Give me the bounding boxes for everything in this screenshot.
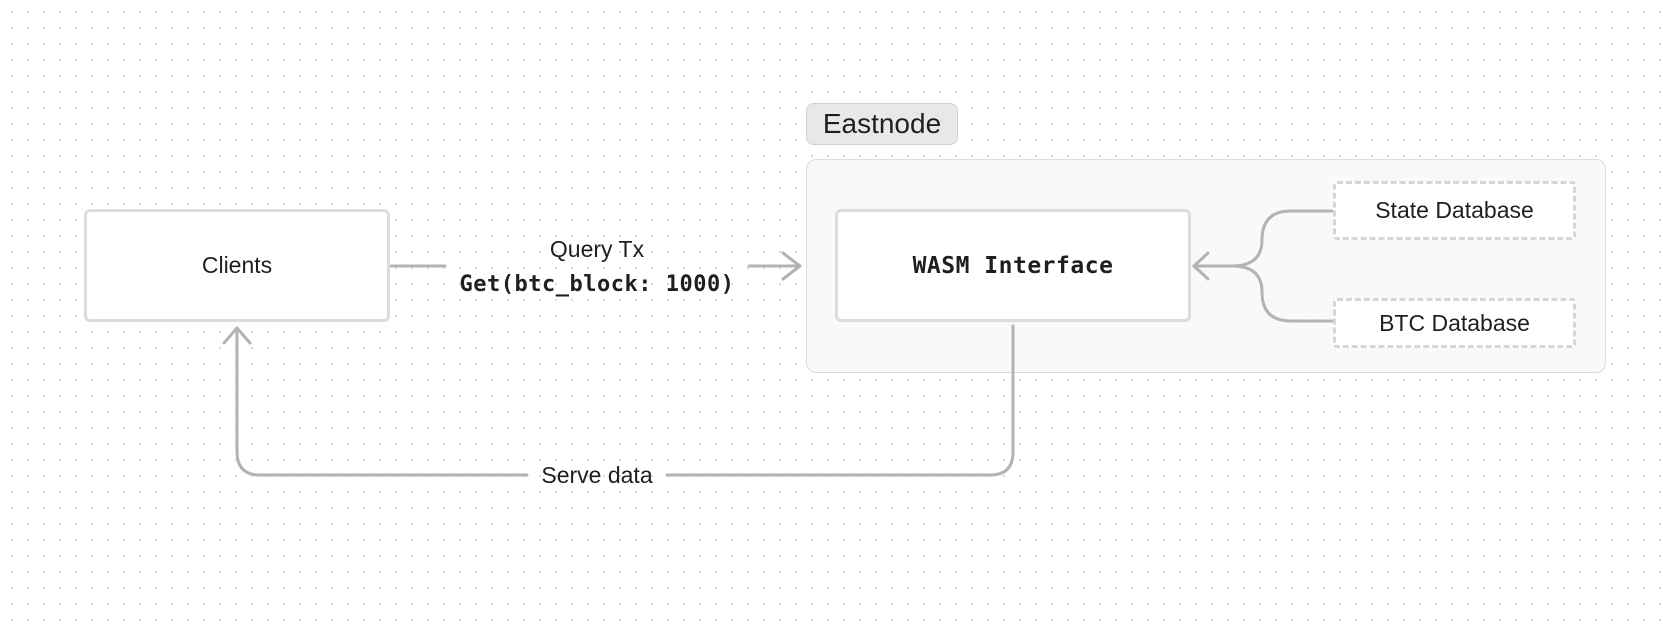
edge-label-query-code: Get(btc_block: 1000) (459, 272, 735, 297)
node-clients[interactable]: Clients (84, 209, 390, 322)
edge-serve-right (665, 324, 1015, 477)
group-label-eastnode: Eastnode (806, 103, 958, 145)
node-btc-database-label: BTC Database (1379, 309, 1530, 336)
edge-serve-left (235, 326, 529, 477)
node-wasm-interface-label: WASM Interface (912, 252, 1114, 279)
arrowhead-db (1192, 251, 1210, 281)
arrowhead-query (781, 251, 802, 281)
node-btc-database[interactable]: BTC Database (1333, 298, 1576, 348)
edge-btc-db (1230, 264, 1334, 323)
edge-state-db (1192, 209, 1334, 268)
node-clients-label: Clients (201, 252, 273, 278)
node-state-database-label: State Database (1375, 197, 1534, 223)
edge-label-query-title: Query Tx (549, 236, 645, 262)
edge-label-serve: Serve data (527, 457, 667, 493)
edge-label-query: Query Tx Get(btc_block: 1000) (449, 231, 745, 303)
edge-label-serve-text: Serve data (541, 462, 653, 488)
node-wasm-interface[interactable]: WASM Interface (835, 209, 1191, 322)
node-state-database[interactable]: State Database (1333, 181, 1576, 240)
arrowhead-serve (222, 326, 252, 345)
